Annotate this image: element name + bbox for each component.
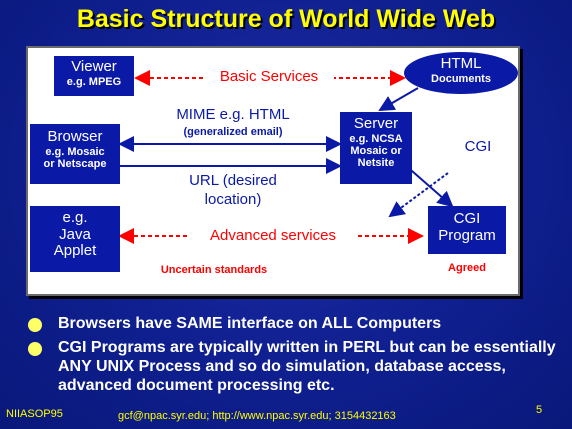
cgi-program-box: CGI Program bbox=[428, 206, 506, 254]
agreed-label: Agreed bbox=[448, 262, 486, 274]
server-box: Server e.g. NCSA Mosaic or Netsite bbox=[340, 112, 412, 184]
browser-box: Browser e.g. Mosaic or Netscape bbox=[30, 124, 120, 184]
viewer-box: Viewer e.g. MPEG bbox=[54, 56, 134, 96]
mime-sub-label: (generalized email) bbox=[183, 126, 283, 138]
browser-line1: e.g. Mosaic bbox=[45, 145, 105, 158]
java-applet-box: e.g. Java Applet bbox=[30, 206, 120, 272]
applet-line1: e.g. bbox=[62, 209, 88, 226]
html-documents-ellipse: HTML Documents bbox=[404, 52, 518, 94]
browser-line2: or Netscape bbox=[43, 157, 107, 170]
html-to-server-arrow bbox=[378, 87, 419, 112]
bullet-dot-2 bbox=[28, 342, 42, 356]
footer-left: NIIASOP95 bbox=[6, 408, 63, 420]
advanced-services-label: Advanced services bbox=[188, 227, 358, 244]
mime-label: MIME e.g. HTML bbox=[176, 106, 290, 123]
diagram-panel: Viewer e.g. MPEG HTML Documents Browser … bbox=[26, 46, 520, 296]
html-documents-title: HTML bbox=[440, 55, 482, 72]
viewer-title: Viewer bbox=[71, 58, 117, 75]
cgi-label: CGI bbox=[464, 138, 492, 155]
basic-services-label: Basic Services bbox=[204, 68, 334, 85]
cgi-program-line1: CGI bbox=[453, 210, 481, 227]
server-line2: Mosaic or bbox=[350, 144, 402, 157]
cgi-program-line2: Program bbox=[438, 226, 496, 244]
cgi-to-server-arrow bbox=[388, 172, 449, 218]
bullet-dot-1 bbox=[28, 318, 42, 332]
url-label-line1: URL (desired bbox=[189, 172, 277, 189]
url-label-line2: location) bbox=[204, 191, 262, 208]
uncertain-standards-label: Uncertain standards bbox=[160, 264, 268, 276]
bullet-text-2: CGI Programs are typically written in PE… bbox=[58, 339, 556, 394]
applet-line2: Java bbox=[59, 225, 91, 243]
page-number: 5 bbox=[536, 404, 543, 416]
server-line3: Netsite bbox=[357, 156, 395, 169]
browser-title: Browser bbox=[47, 128, 103, 145]
server-line1: e.g. NCSA bbox=[349, 132, 403, 145]
applet-line3: Applet bbox=[53, 242, 97, 259]
bullet-text-1: Browsers have SAME interface on ALL Comp… bbox=[58, 315, 442, 332]
html-documents-sub: Documents bbox=[431, 72, 491, 85]
server-to-cgi-arrow bbox=[403, 163, 454, 208]
viewer-sub: e.g. MPEG bbox=[66, 75, 122, 88]
footer-center: gcf@npac.syr.edu; http://www.npac.syr.ed… bbox=[118, 410, 396, 422]
slide-title: Basic Structure of World Wide Web bbox=[76, 5, 496, 33]
server-title: Server bbox=[353, 115, 399, 132]
